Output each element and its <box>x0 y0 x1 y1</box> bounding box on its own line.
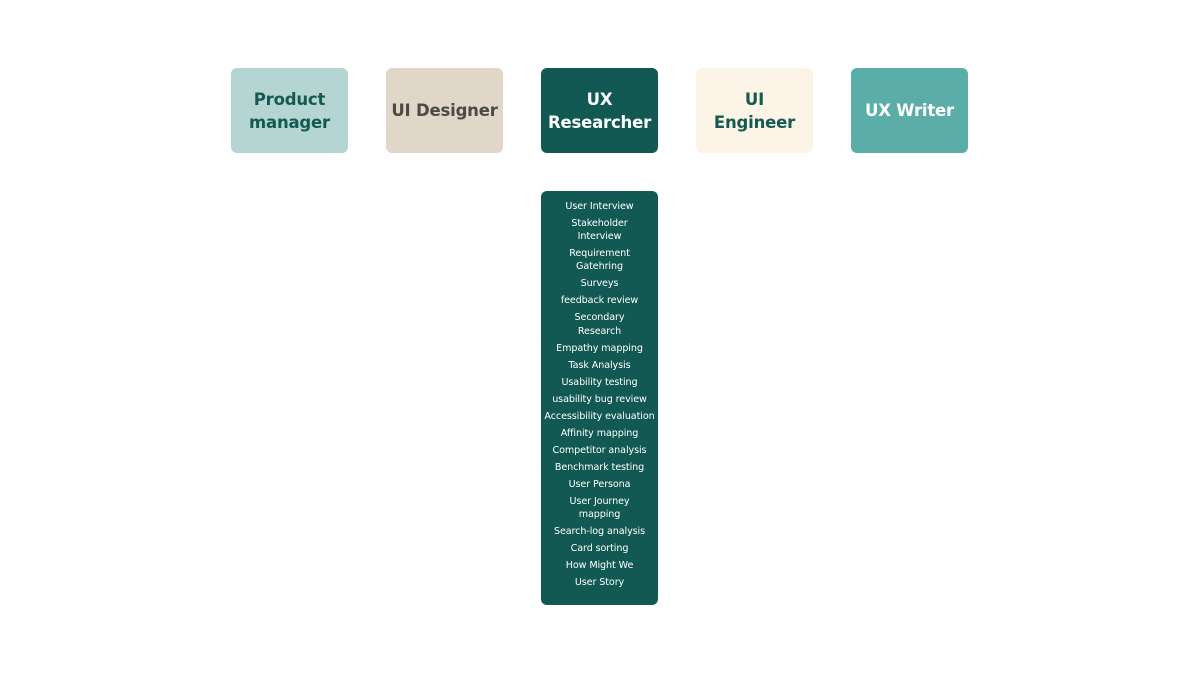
method-item: Task Analysis <box>568 359 631 371</box>
method-item: Empathy mapping <box>556 342 643 354</box>
method-item: usability bug review <box>552 393 647 405</box>
method-item: Benchmark testing <box>554 461 645 473</box>
role-label-ui-designer: UI Designer <box>391 101 498 120</box>
role-card-product-manager[interactable]: Product manager <box>231 68 348 153</box>
role-label-ux-writer: UX Writer <box>865 101 954 120</box>
method-item: User Persona <box>568 478 631 490</box>
role-card-ui-engineer[interactable]: UI Engineer <box>696 68 813 153</box>
method-item: Competitor analysis <box>552 444 647 456</box>
method-item: Stakeholder Interview <box>571 218 628 243</box>
method-item: Search-log analysis <box>553 525 646 537</box>
role-label-product-manager: Product manager <box>249 89 330 132</box>
method-item: User Interview <box>565 201 634 212</box>
role-card-ux-writer[interactable]: UX Writer <box>851 68 968 153</box>
method-item: Usability testing <box>561 376 638 388</box>
role-card-ui-designer[interactable]: UI Designer <box>386 68 503 153</box>
method-item: How Might We <box>565 559 634 571</box>
method-item: Affinity mapping <box>560 427 639 439</box>
method-item: feedback review <box>560 295 639 307</box>
role-label-ux-researcher: UX Researcher <box>547 89 652 132</box>
method-item: User Story <box>574 576 625 588</box>
methods-list: User Interview Stakeholder Interview Req… <box>543 200 656 589</box>
role-card-ux-researcher[interactable]: UX Researcher <box>541 68 658 153</box>
method-item: Accessibility evaluation <box>544 410 655 422</box>
ux-research-methods-panel: User Interview Stakeholder Interview Req… <box>541 191 658 605</box>
method-item: Surveys <box>580 278 619 290</box>
method-item: Card sorting <box>570 542 629 554</box>
method-item: Secondary Research <box>574 312 625 337</box>
method-item: Requirement Gatehring <box>569 248 630 273</box>
method-item: User Journey mapping <box>569 495 630 520</box>
role-label-ui-engineer: UI Engineer <box>713 89 796 132</box>
